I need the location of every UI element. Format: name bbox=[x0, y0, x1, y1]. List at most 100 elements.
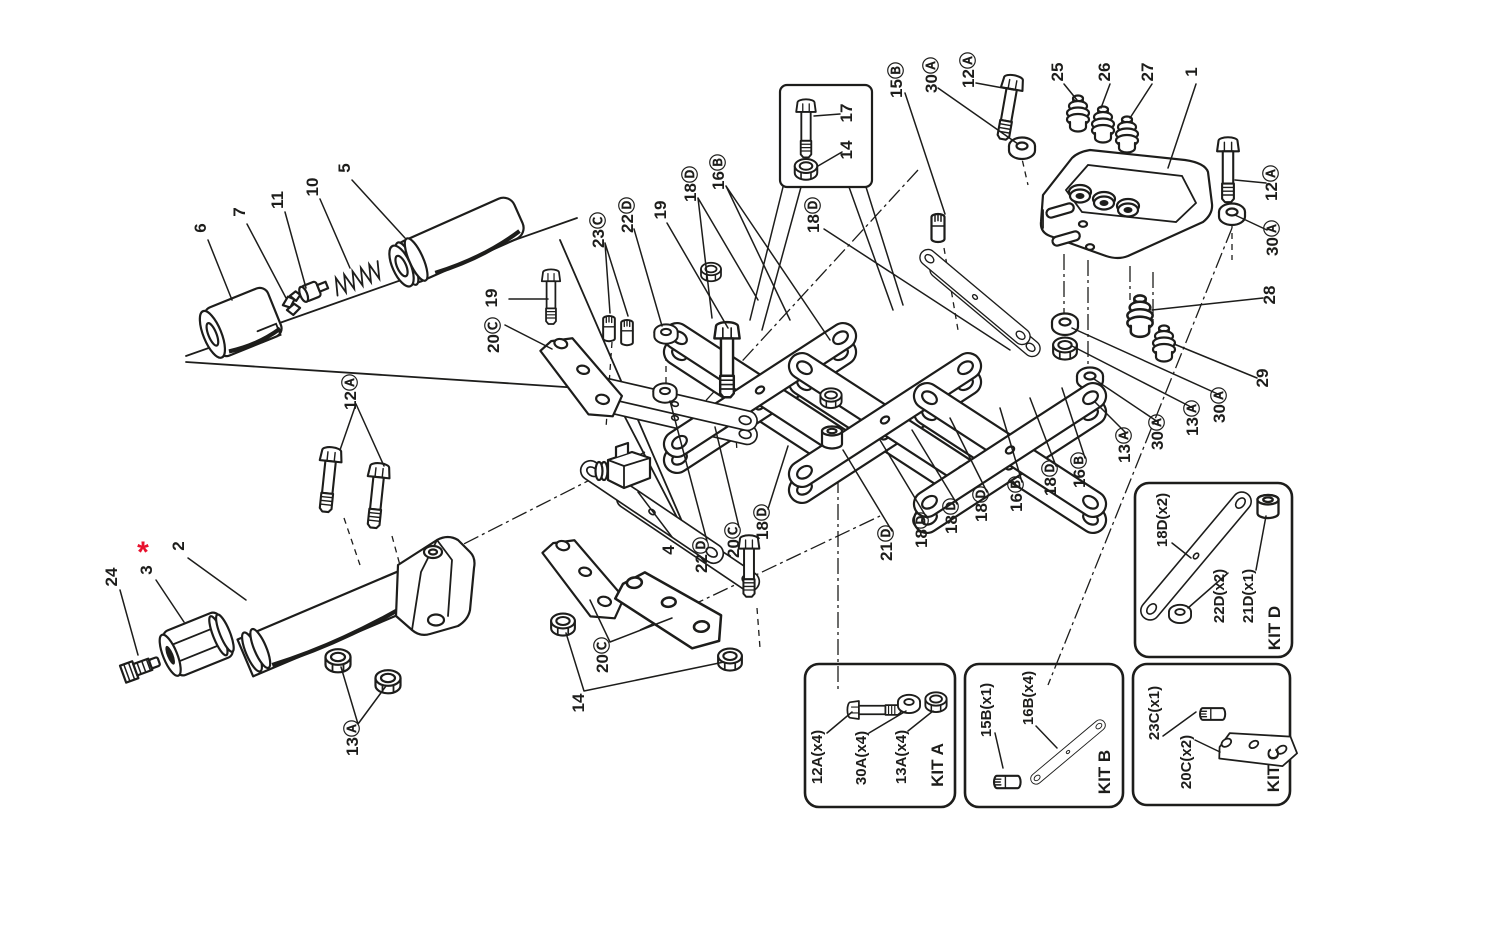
nut-14-bottom-2 bbox=[717, 647, 743, 672]
pin-23c-1 bbox=[602, 315, 616, 343]
kit-d-label-22d: 22D(x2) bbox=[1211, 569, 1228, 623]
kit-b-pin-15b bbox=[992, 774, 1022, 790]
kit-a-box: 12A(x4) 30A(x4) 13A(x4) KIT A bbox=[803, 662, 957, 809]
asterisk-red: * bbox=[137, 536, 149, 569]
fitting-29 bbox=[1151, 324, 1177, 363]
bolt-12a-right bbox=[1216, 136, 1240, 204]
kit-b-title: KIT B bbox=[1095, 750, 1114, 794]
callout-20c-mid: 20Ⓒ bbox=[723, 522, 743, 558]
callout-12a-top: 12Ⓐ bbox=[958, 52, 978, 88]
nut-14-bottom-1 bbox=[550, 612, 576, 637]
callout-14-bottom: 14 bbox=[569, 693, 588, 712]
callout-12a-right: 12Ⓐ bbox=[1261, 165, 1281, 201]
kit-b-box: 15B(x1) 16B(x4) KIT B bbox=[963, 662, 1125, 809]
callout-11: 11 bbox=[268, 191, 287, 209]
bolt-12a-left-1 bbox=[313, 445, 344, 514]
bolt-12a-left-2 bbox=[361, 461, 392, 530]
kit-a-label-12a: 12A(x4) bbox=[809, 730, 826, 784]
fitting-25 bbox=[1065, 94, 1091, 133]
washer-22d-upper bbox=[653, 323, 679, 345]
callout-21d: 21Ⓓ bbox=[876, 525, 896, 561]
callout-18d-top: 18Ⓓ bbox=[680, 166, 700, 202]
kit-c-label-20c: 20C(x2) bbox=[1178, 735, 1195, 789]
callout-13a-mid2: 13Ⓐ bbox=[1114, 427, 1134, 463]
pin-23c-2 bbox=[620, 319, 634, 347]
callout-2: 2 bbox=[169, 541, 188, 550]
callout-17: 17 bbox=[837, 104, 856, 123]
callout-19-left: 19 bbox=[482, 289, 501, 308]
bolt-12a-top bbox=[991, 72, 1026, 143]
kit-a-washer-30a bbox=[897, 693, 921, 714]
callout-16b-row1: 16Ⓑ bbox=[1006, 476, 1026, 512]
callout-12a-left: 12Ⓐ bbox=[340, 374, 360, 410]
callout-1: 1 bbox=[1182, 67, 1201, 76]
nut-14 bbox=[793, 157, 819, 181]
nut-mid-linkage bbox=[819, 387, 843, 409]
kit-a-bolt-12a bbox=[846, 700, 902, 720]
lazy-tong-linkage bbox=[576, 245, 1113, 596]
bracket-bushings bbox=[1067, 183, 1141, 218]
kit-d-label-21d: 21D(x1) bbox=[1240, 569, 1257, 623]
callout-13a-left: 13Ⓐ bbox=[342, 720, 362, 756]
callout-26: 26 bbox=[1095, 63, 1114, 82]
kit-a-nut-13a bbox=[924, 691, 948, 713]
kit-b-label-16b: 16B(x4) bbox=[1020, 671, 1037, 725]
kit-d-label-18d: 18D(x2) bbox=[1154, 493, 1171, 547]
part-10-spring bbox=[334, 260, 381, 297]
callout-23c: 23Ⓒ bbox=[588, 212, 608, 248]
kit-a-label-13a: 13A(x4) bbox=[893, 730, 910, 784]
callout-28: 28 bbox=[1260, 286, 1279, 305]
part-11-jaw-pusher bbox=[298, 280, 330, 304]
hardware-box bbox=[749, 83, 904, 331]
washer-22d-lower bbox=[652, 382, 678, 404]
part-5-head-barrel bbox=[388, 196, 525, 288]
kit-b-label-15b: 15B(x1) bbox=[978, 683, 995, 737]
callout-18d-row2: 18Ⓓ bbox=[941, 498, 961, 534]
nut-top-linkage bbox=[700, 261, 722, 283]
callout-3: 3 bbox=[137, 565, 156, 574]
leader-lines bbox=[119, 82, 1268, 725]
kit-a-label-30a: 30A(x4) bbox=[853, 731, 870, 785]
callout-25: 25 bbox=[1048, 63, 1067, 82]
callout-7: 7 bbox=[230, 207, 249, 216]
part-3-collet bbox=[158, 611, 235, 677]
callout-29: 29 bbox=[1253, 369, 1272, 388]
callout-30a-mid1: 30Ⓐ bbox=[1209, 387, 1229, 423]
callout-4: 4 bbox=[659, 545, 678, 555]
nut-13a-left-1 bbox=[324, 648, 352, 674]
callout-5: 5 bbox=[335, 163, 354, 172]
kit-d-box: 18D(x2) 22D(x2) 21D(x1) KIT D bbox=[1133, 481, 1294, 659]
callout-18d-row4: 18Ⓓ bbox=[1040, 460, 1060, 496]
washer-30a-mid1 bbox=[1050, 312, 1080, 337]
callout-22d: 22Ⓓ bbox=[617, 197, 637, 233]
part-6-nosepiece bbox=[198, 286, 283, 359]
washer-30a-right bbox=[1217, 202, 1247, 227]
callout-22d-bottom: 22Ⓓ bbox=[691, 537, 711, 573]
callout-16b-row2: 16Ⓑ bbox=[1069, 452, 1089, 488]
callout-13a-mid1: 13Ⓐ bbox=[1182, 400, 1202, 436]
nut-13a-left-2 bbox=[374, 669, 402, 695]
callout-labels: 6 7 11 10 5 17 14 15Ⓑ 30Ⓐ 12Ⓐ 25 26 27 1… bbox=[102, 52, 1282, 756]
callout-16b-top: 16Ⓑ bbox=[708, 154, 728, 190]
kit-d-title: KIT D bbox=[1265, 606, 1284, 650]
callout-30a-right: 30Ⓐ bbox=[1262, 220, 1282, 256]
kit-c-label-23c: 23C(x1) bbox=[1146, 686, 1163, 740]
kit-c-title: KIT C bbox=[1264, 748, 1283, 792]
kit-c-box: 23C(x1) 20C(x2) KIT C bbox=[1131, 662, 1303, 807]
fitting-27 bbox=[1114, 115, 1140, 154]
callout-18d-mid: 18Ⓓ bbox=[752, 504, 772, 540]
link-arm bbox=[915, 245, 1035, 349]
part-4-block bbox=[594, 441, 652, 490]
fitting-26 bbox=[1090, 105, 1116, 144]
kit-c-pin-23c bbox=[1199, 707, 1227, 721]
pin-15b bbox=[930, 212, 946, 244]
part-24-fitting bbox=[118, 656, 161, 684]
callout-30a-mid2: 30Ⓐ bbox=[1147, 414, 1167, 450]
kit-d-spacer-21d bbox=[1256, 493, 1280, 520]
callout-18d-row1: 18Ⓓ bbox=[911, 512, 931, 548]
plate-20c-bottom-2 bbox=[611, 563, 726, 658]
callout-18d-upper-right: 18Ⓓ bbox=[803, 197, 823, 233]
part-1-base-bracket bbox=[1039, 148, 1214, 260]
callout-6: 6 bbox=[191, 223, 210, 232]
callout-19-center: 19 bbox=[651, 201, 670, 220]
